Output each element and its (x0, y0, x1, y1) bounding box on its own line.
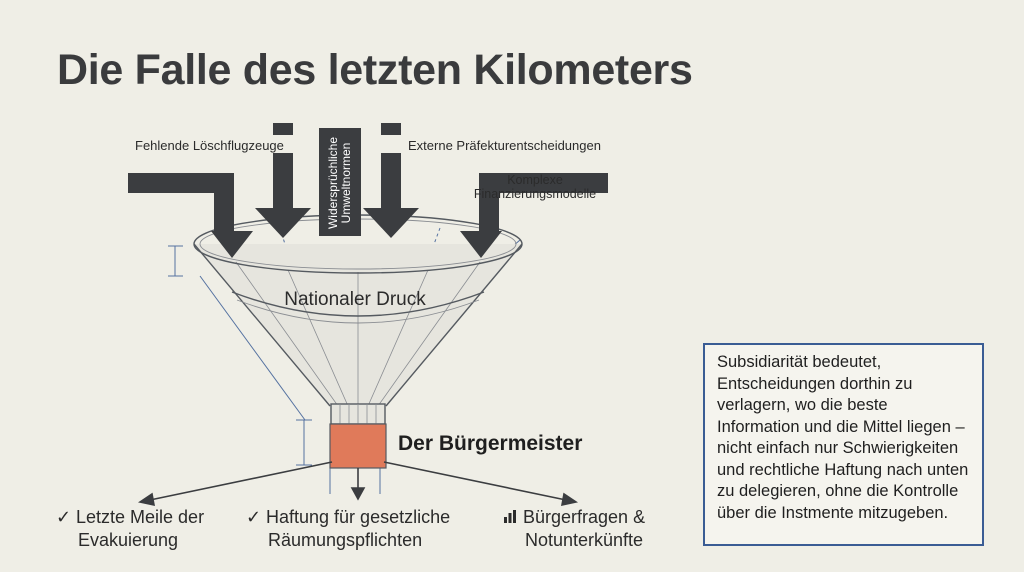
input-arrow-center-bar (319, 128, 361, 236)
input-label-4-line-2: Finanzierungsmodelle (473, 187, 597, 201)
check-icon: ✓ (246, 507, 262, 527)
funnel-label: Nationaler Druck (284, 289, 426, 310)
input-arrow-2 (255, 123, 311, 238)
outcome-3-line-2: Notunterkünfte (525, 530, 644, 550)
input-label-2-line-2: Umweltnormen (339, 142, 353, 224)
subsidiarity-note: Subsidiarität bedeutet, Entscheidungen d… (703, 343, 984, 546)
input-arrow-3 (363, 123, 419, 238)
input-arrow-4 (460, 173, 608, 258)
input-arrow-1 (128, 173, 253, 258)
outcome-2-line-2: Räumungspflichten (268, 530, 423, 550)
bottleneck-label: Der Bürgermeister (398, 432, 583, 455)
bottleneck-block (329, 423, 387, 469)
input-label-2: Widersprüchliche Umweltnormen (325, 128, 355, 238)
check-icon: ✓ (56, 507, 72, 527)
outcome-1-line-2: Evakuierung (78, 530, 179, 550)
input-label-4: Komplexe Finanzierungsmodelle (470, 173, 600, 201)
input-label-1: Fehlende Löschflugzeuge (135, 138, 284, 153)
outcome-2: ✓Haftung für gesetzliche Räumungspflicht… (246, 506, 450, 552)
input-arrows (128, 123, 608, 258)
bar-chart-icon (503, 506, 523, 529)
outcome-1: ✓Letzte Meile der Evakuierung (56, 506, 204, 552)
page-title: Die Falle des letzten Kilometers (57, 46, 693, 94)
outcome-2-line-1: Haftung für gesetzliche (266, 507, 451, 527)
outcome-arrows (137, 461, 579, 507)
input-label-4-line-1: Komplexe (507, 173, 563, 187)
outcome-3-line-1: Bürgerfragen & (523, 507, 646, 527)
funnel (193, 214, 523, 425)
outcome-1-line-1: Letzte Meile der (76, 507, 205, 527)
outcome-3: Bürgerfragen & Notunterkünfte (503, 506, 645, 552)
subsidiarity-note-text: Subsidiarität bedeutet, Entscheidungen d… (717, 353, 969, 522)
input-label-3: Externe Präfekturentscheidungen (408, 138, 601, 153)
